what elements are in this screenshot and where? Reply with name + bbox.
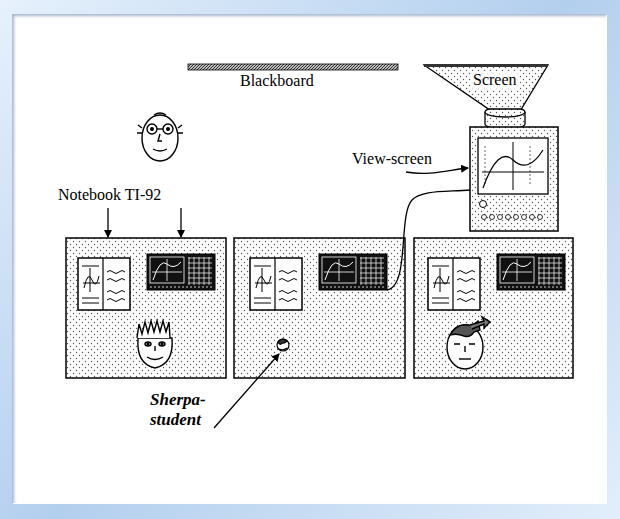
notebook-and-calculator <box>78 254 215 310</box>
overhead-projector <box>470 107 558 231</box>
projection-screen: Screen <box>423 63 549 110</box>
leader-arrow <box>214 354 279 428</box>
student-face <box>447 317 490 369</box>
student-face <box>137 321 172 368</box>
sherpa-student-head <box>277 339 289 351</box>
leader-arrow <box>107 208 108 237</box>
object-label: View-screen <box>352 150 432 168</box>
desk <box>234 238 405 378</box>
calculator-cable <box>387 190 470 290</box>
role-label: Sherpa- student <box>150 390 230 430</box>
desk <box>414 238 573 378</box>
notebook-and-calculator <box>428 254 565 310</box>
blackboard-bar <box>188 64 398 70</box>
desk <box>66 238 226 378</box>
leader-arrow <box>180 208 181 237</box>
object-label: Blackboard <box>240 72 314 90</box>
notebook-and-calculator <box>250 254 387 310</box>
teacher-face <box>137 113 183 161</box>
object-label: Notebook TI-92 <box>58 186 161 204</box>
screen-label: Screen <box>471 71 519 89</box>
leader-arrow <box>406 168 468 173</box>
